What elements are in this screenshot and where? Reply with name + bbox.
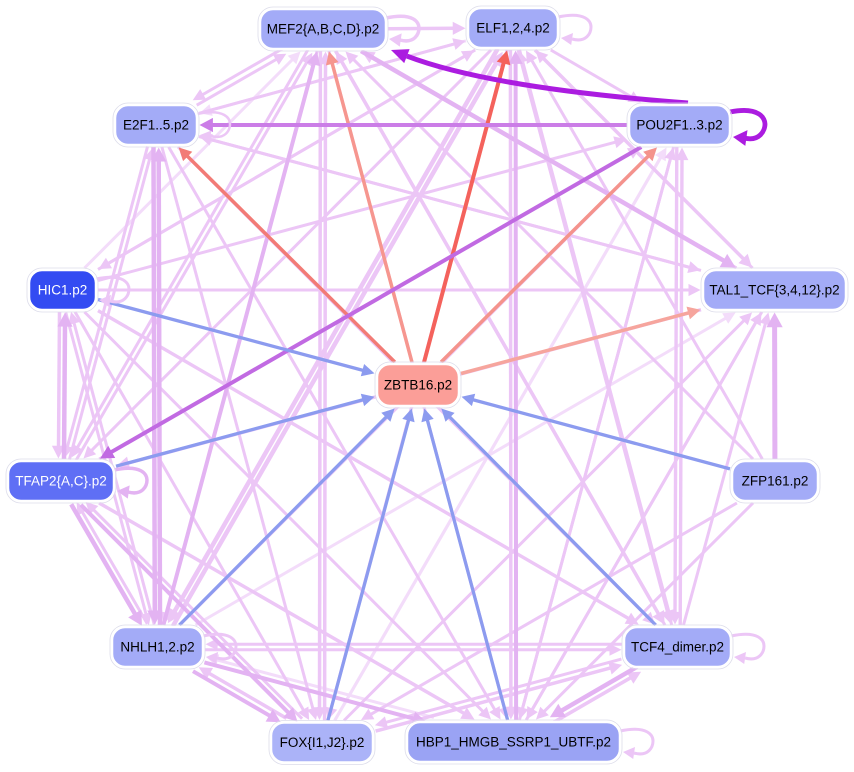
svg-text:FOX{I1,J2}.p2: FOX{I1,J2}.p2 bbox=[280, 735, 365, 750]
svg-text:TCF4_dimer.p2: TCF4_dimer.p2 bbox=[631, 639, 724, 654]
svg-text:NHLH1,2.p2: NHLH1,2.p2 bbox=[120, 639, 194, 654]
svg-text:E2F1..5.p2: E2F1..5.p2 bbox=[123, 117, 189, 132]
svg-text:POU2F1..3.p2: POU2F1..3.p2 bbox=[636, 117, 722, 132]
svg-text:TAL1_TCF{3,4,12}.p2: TAL1_TCF{3,4,12}.p2 bbox=[709, 282, 839, 297]
svg-text:ZFP161.p2: ZFP161.p2 bbox=[742, 473, 809, 488]
svg-text:ZBTB16.p2: ZBTB16.p2 bbox=[384, 377, 452, 392]
svg-text:HIC1.p2: HIC1.p2 bbox=[38, 282, 88, 297]
svg-text:ELF1,2,4.p2: ELF1,2,4.p2 bbox=[476, 20, 550, 35]
svg-text:HBP1_HMGB_SSRP1_UBTF.p2: HBP1_HMGB_SSRP1_UBTF.p2 bbox=[416, 734, 611, 749]
svg-text:MEF2{A,B,C,D}.p2: MEF2{A,B,C,D}.p2 bbox=[267, 21, 380, 36]
svg-text:TFAP2{A,C}.p2: TFAP2{A,C}.p2 bbox=[15, 473, 107, 488]
